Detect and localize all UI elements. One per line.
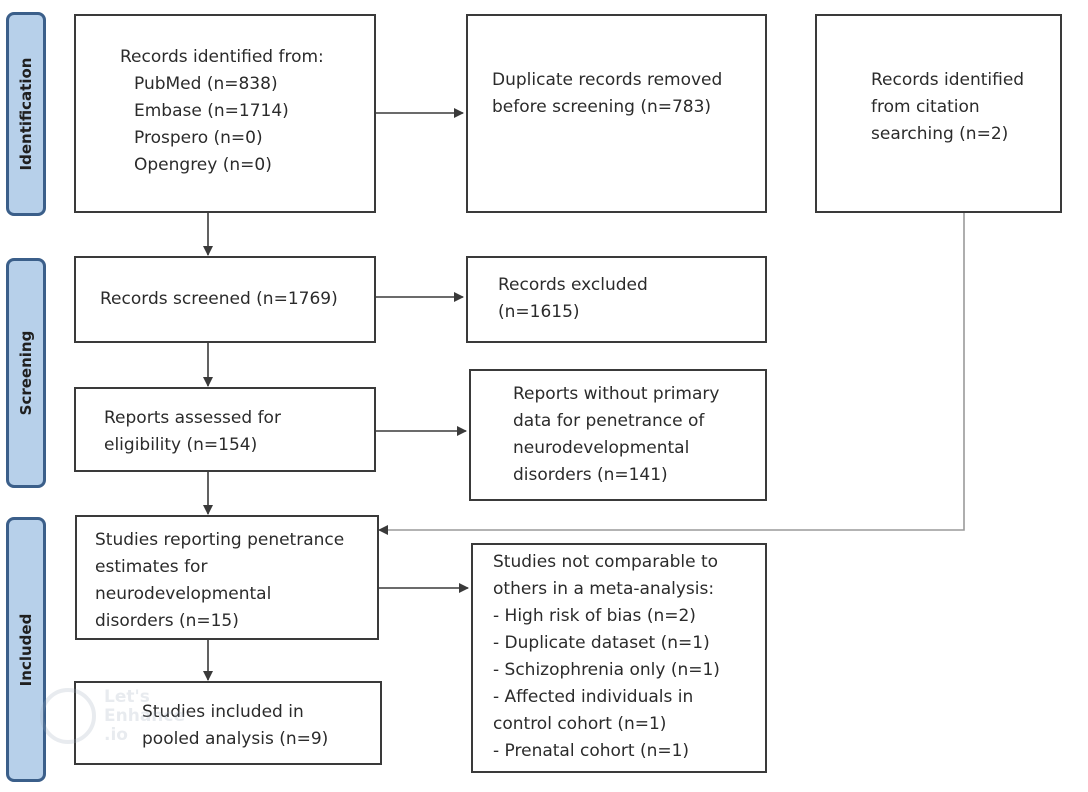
studies-not-comparable-item: - Prenatal cohort (n=1) <box>493 741 690 761</box>
reports-without-data-box: Reports without primary data for penetra… <box>469 369 767 501</box>
studies-not-comparable-heading: Studies not comparable to <box>493 552 719 572</box>
citation-searching-text: Records identified <box>871 70 1025 90</box>
phase-identification: Identification <box>6 12 46 216</box>
phase-screening-label: Screening <box>17 330 35 416</box>
reports-assessed-text: eligibility (n=154) <box>104 435 258 455</box>
watermark-logo: Let's Enhance .io <box>40 688 190 758</box>
records-excluded-box: Records excluded (n=1615) <box>466 256 767 343</box>
records-identified-source: Prospero (n=0) <box>134 128 263 148</box>
records-screened-box: Records screened (n=1769) <box>74 256 376 343</box>
phase-screening: Screening <box>6 258 46 488</box>
citation-searching-box: Records identified from citation searchi… <box>815 14 1062 213</box>
records-identified-box: Records identified from: PubMed (n=838) … <box>74 14 376 213</box>
duplicates-removed-text: before screening (n=783) <box>492 97 712 117</box>
studies-reporting-text: neurodevelopmental <box>95 584 272 604</box>
studies-not-comparable-item: - Schizophrenia only (n=1) <box>493 660 720 680</box>
studies-not-comparable-item: control cohort (n=1) <box>493 714 667 734</box>
studies-not-comparable-item: - Affected individuals in <box>493 687 694 707</box>
duplicates-removed-text: Duplicate records removed <box>492 70 723 90</box>
records-screened-text: Records screened (n=1769) <box>100 289 338 309</box>
studies-not-comparable-item: - Duplicate dataset (n=1) <box>493 633 710 653</box>
records-excluded-text: Records excluded <box>498 275 648 295</box>
watermark-text: Let's Enhance .io <box>104 687 185 745</box>
duplicates-removed-box: Duplicate records removed before screeni… <box>466 14 767 213</box>
reports-assessed-text: Reports assessed for <box>104 408 281 428</box>
reports-without-data-text: neurodevelopmental <box>513 438 690 458</box>
records-excluded-text: (n=1615) <box>498 302 580 322</box>
studies-not-comparable-item: - High risk of bias (n=2) <box>493 606 696 626</box>
studies-reporting-box: Studies reporting penetrance estimates f… <box>75 515 379 640</box>
citation-searching-text: searching (n=2) <box>871 124 1009 144</box>
records-identified-heading: Records identified from: <box>120 47 324 67</box>
studies-included-text: pooled analysis (n=9) <box>142 729 329 749</box>
citation-searching-text: from citation <box>871 97 980 117</box>
phase-identification-label: Identification <box>17 57 35 171</box>
reports-assessed-box: Reports assessed for eligibility (n=154) <box>74 387 376 472</box>
studies-not-comparable-heading: others in a meta-analysis: <box>493 579 715 599</box>
records-identified-source: Opengrey (n=0) <box>134 155 272 175</box>
reports-without-data-text: data for penetrance of <box>513 411 705 431</box>
phase-included: Included <box>6 517 46 782</box>
studies-reporting-text: estimates for <box>95 557 208 577</box>
watermark-circle-icon <box>40 688 96 744</box>
phase-included-label: Included <box>17 613 35 686</box>
studies-reporting-text: Studies reporting penetrance <box>95 530 345 550</box>
studies-included-text: Studies included in <box>142 702 304 722</box>
studies-reporting-text: disorders (n=15) <box>95 611 239 631</box>
records-identified-source: PubMed (n=838) <box>134 74 278 94</box>
studies-not-comparable-box: Studies not comparable to others in a me… <box>471 543 767 773</box>
records-identified-source: Embase (n=1714) <box>134 101 289 121</box>
reports-without-data-text: disorders (n=141) <box>513 465 668 485</box>
reports-without-data-text: Reports without primary <box>513 384 720 404</box>
